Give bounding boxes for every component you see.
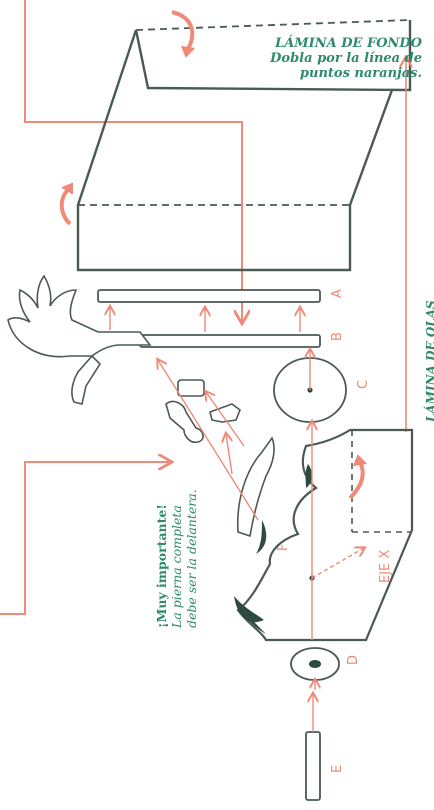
label-d: D xyxy=(346,655,361,665)
label-c: C xyxy=(356,380,371,389)
wave-fold-arrow-icon xyxy=(348,461,365,500)
wave-crest-dark xyxy=(234,596,266,634)
piece-e xyxy=(305,731,321,801)
piece-small-3 xyxy=(165,400,204,444)
important-note-line-1: La pierna completa xyxy=(169,505,184,628)
label-e: E xyxy=(330,765,345,773)
sea-creature xyxy=(7,274,152,405)
wave-sheet-label: LÁMINA DE OLAS xyxy=(424,300,434,422)
background-sheet-label: LÁMINA DE FONDO Dobla por la línea de pu… xyxy=(162,36,422,81)
important-note-line-2: debe ser la delantera. xyxy=(184,489,199,628)
background-sheet-instruction-2: puntos naranjas. xyxy=(299,66,422,81)
piece-small-2 xyxy=(209,403,241,423)
background-sheet-title: LÁMINA DE FONDO xyxy=(275,36,422,51)
important-note-title: ¡Muy importante! xyxy=(154,504,169,628)
label-f: F xyxy=(276,544,291,551)
label-b: B xyxy=(330,332,345,341)
piece-small-1 xyxy=(177,379,205,397)
important-note: ¡Muy importante! La pierna completa debe… xyxy=(154,489,199,628)
background-sheet-instruction-1: Dobla por la línea de xyxy=(270,51,422,66)
piece-b xyxy=(139,334,321,348)
axis-label: EJE X xyxy=(378,550,393,583)
piece-a xyxy=(97,289,321,303)
leader-line-top xyxy=(24,0,242,322)
piece-fin xyxy=(236,436,275,538)
fold-arrow-left-icon xyxy=(59,186,72,226)
label-a: A xyxy=(330,289,345,298)
leader-line-left xyxy=(0,462,170,615)
